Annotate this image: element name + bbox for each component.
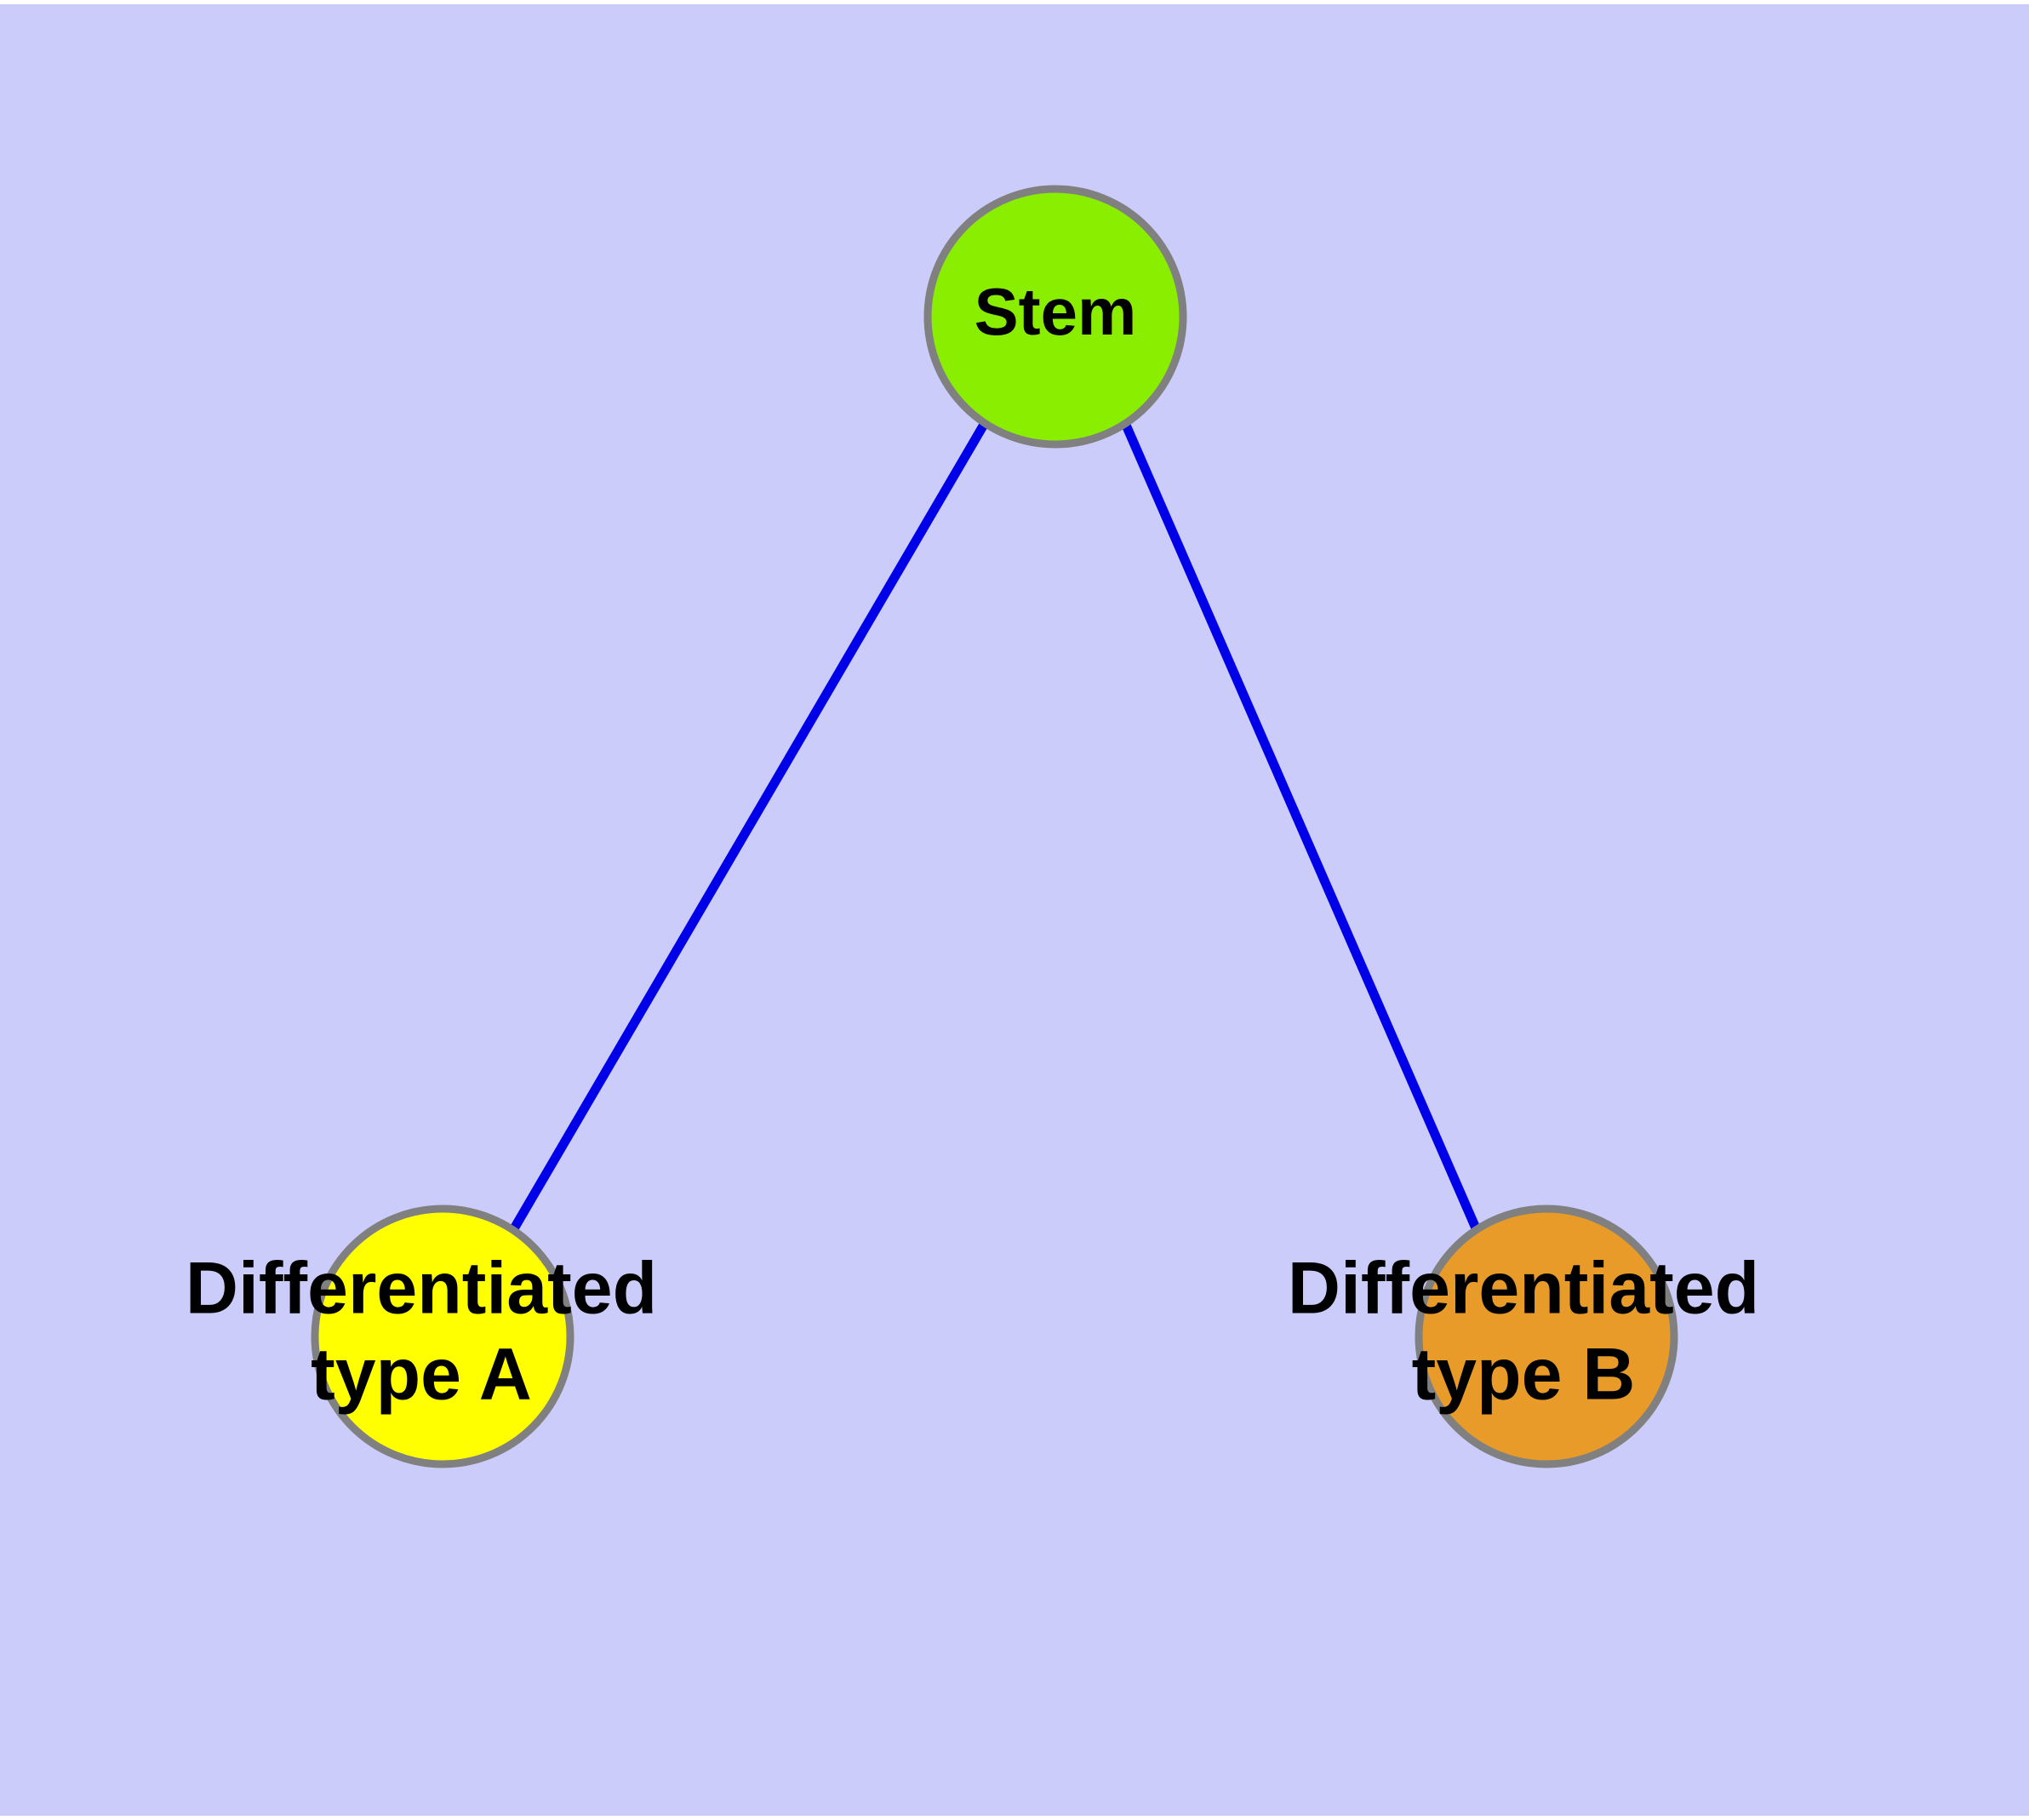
node-circle-stem[interactable] xyxy=(923,185,1187,449)
node-circle-diff-b[interactable] xyxy=(1415,1205,1678,1468)
node-layer xyxy=(311,185,1678,1468)
node-stem[interactable] xyxy=(923,185,1187,449)
edge-stem-to-diff-a[interactable] xyxy=(509,421,989,1233)
node-diff-a[interactable] xyxy=(311,1205,574,1468)
edge-stem-to-diff-b[interactable] xyxy=(1120,421,1482,1233)
node-diff-b[interactable] xyxy=(1415,1205,1678,1468)
node-circle-diff-a[interactable] xyxy=(311,1205,574,1468)
node-label-stem: Stem xyxy=(974,274,1137,349)
edge-layer xyxy=(509,421,1482,1233)
